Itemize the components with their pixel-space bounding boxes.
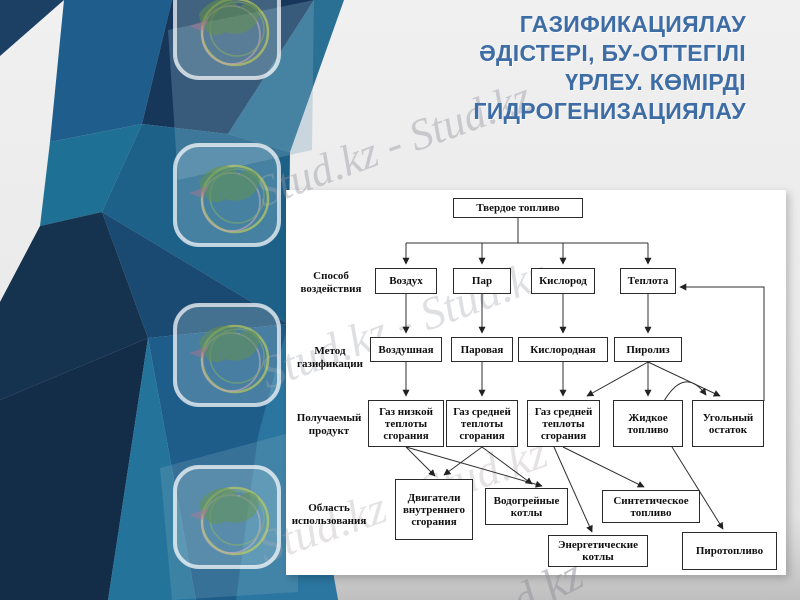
row-label-application: Область использования bbox=[291, 502, 367, 527]
node-medium-heat-gas-2: Газ средней теплоты сгорания bbox=[527, 400, 600, 447]
row-label-product: Получаемый продукт bbox=[296, 412, 362, 437]
node-power-boilers: Энергетические котлы bbox=[548, 535, 648, 567]
node-coal-residue: Угольный остаток bbox=[692, 400, 764, 447]
node-pyrofuel: Пиротопливо bbox=[682, 532, 777, 570]
node-heat: Теплота bbox=[620, 268, 676, 294]
node-medium-heat-gas-1: Газ средней теплоты сгорания bbox=[446, 400, 518, 447]
node-synthetic-fuel: Синтетическое топливо bbox=[602, 490, 700, 523]
row-label-method: Метод газификации bbox=[297, 345, 363, 370]
node-water-boilers: Водогрейные котлы bbox=[485, 488, 568, 525]
node-pyrolysis: Пиролиз bbox=[614, 337, 682, 362]
node-liquid-fuel: Жидкое топливо bbox=[613, 400, 683, 447]
slide-title: ГАЗИФИКАЦИЯЛАУ ӘДІСТЕРІ, БУ-ОТТЕГІЛІ ҮРЛ… bbox=[473, 11, 746, 124]
flowchart-arrows bbox=[402, 218, 765, 533]
node-oxygen: Кислород bbox=[531, 268, 595, 294]
row-label-influence: Способ воздействия bbox=[300, 270, 362, 295]
node-air: Воздух bbox=[375, 268, 437, 294]
node-steam-gasification: Паровая bbox=[451, 337, 513, 362]
node-combustion-engines: Двигатели внутреннего сгорания bbox=[395, 479, 473, 540]
flowchart: Твердое топливо Способ воздействия Метод… bbox=[286, 190, 786, 575]
node-air-gasification: Воздушная bbox=[370, 337, 442, 362]
node-oxygen-gasification: Кислородная bbox=[518, 337, 608, 362]
node-low-heat-gas: Газ низкой теплоты сгорания bbox=[368, 400, 444, 447]
node-solid-fuel: Твердое топливо bbox=[453, 198, 583, 218]
node-steam: Пар bbox=[453, 268, 511, 294]
